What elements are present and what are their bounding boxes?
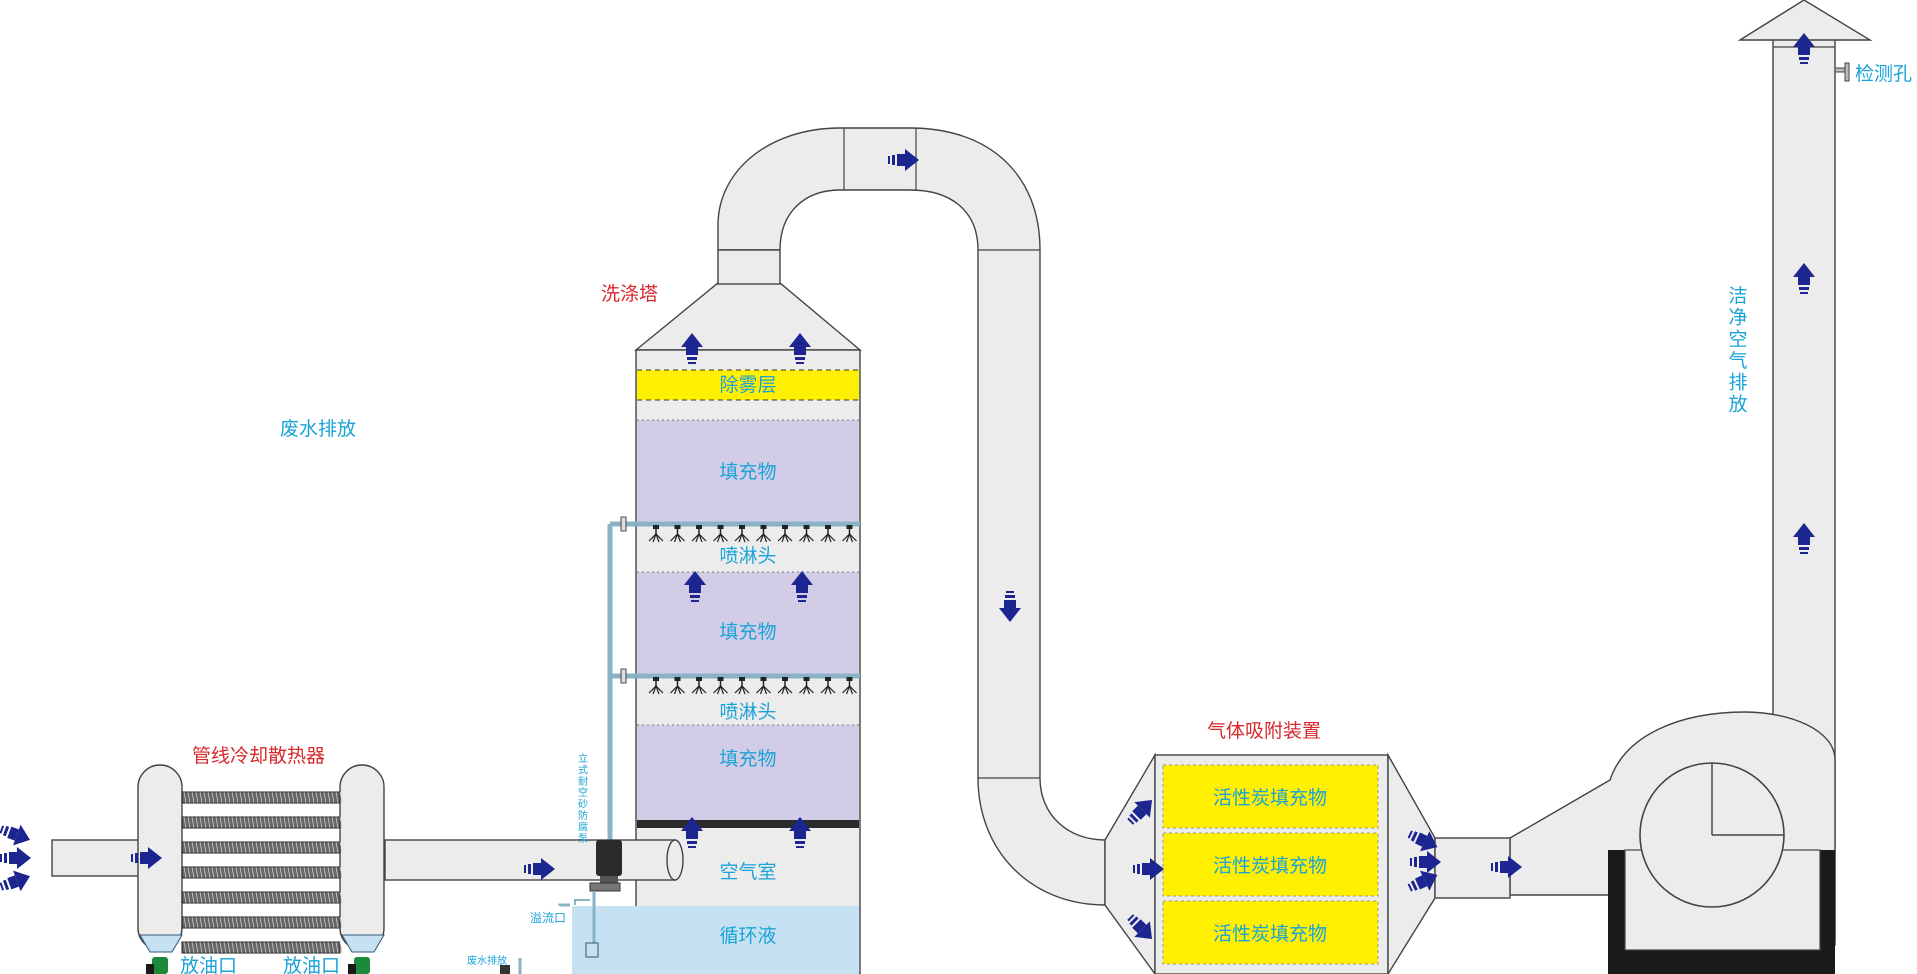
carbon-label-1: 活性炭填充物 [1213, 787, 1327, 809]
flow-arrow-icon [0, 847, 31, 869]
packing-layer-3 [637, 725, 859, 820]
demister-layer [637, 370, 859, 400]
packing-layer-2 [637, 572, 859, 675]
spray-head-label-1: 喷淋头 [719, 545, 776, 567]
centrifugal-fan [1509, 711, 1836, 974]
clean-air-label-text: 洁净空气排放 [1728, 285, 1747, 415]
packing-label-3: 填充物 [719, 748, 776, 770]
pipe-cooler [51, 764, 385, 974]
clean-air-label: 洁净空气排放 [1728, 285, 1747, 415]
carbon-bed-1 [1162, 764, 1379, 829]
overflow-label: 溢流口 [530, 911, 566, 925]
cooler-label: 管线冷却散热器 [192, 745, 325, 767]
carbon-bed-3 [1162, 900, 1379, 965]
oil-drain-label-left: 放油口 [180, 955, 237, 974]
wastewater-label: 废水排放 [280, 418, 356, 440]
demister-label: 除雾层 [719, 374, 776, 396]
spray-head-label-2: 喷淋头 [719, 701, 776, 723]
oil-drain-valve-left [152, 957, 168, 974]
pump-label: 立式耐空砂防腐泵 [578, 752, 588, 845]
oil-drain-label-right: 放油口 [283, 955, 340, 974]
packing-label-2: 填充物 [719, 621, 776, 643]
circulating-liquid-area [572, 906, 859, 974]
flow-arrow-icon [0, 865, 34, 898]
cooling-fins [181, 791, 343, 954]
vertical-pump [500, 840, 622, 974]
pump-label-text: 立式耐空砂防腐泵 [578, 752, 588, 845]
air-chamber-label: 空气室 [719, 861, 776, 883]
packing-layer-1 [637, 420, 859, 523]
flow-arrow-icon [0, 818, 34, 851]
carbon-label-3: 活性炭填充物 [1213, 923, 1327, 945]
packing-label-1: 填充物 [719, 461, 776, 483]
inspection-hole-fitting [1834, 62, 1850, 82]
inspection-hole-label: 检测孔 [1855, 63, 1912, 85]
oil-drain-valve-right [354, 957, 370, 974]
adsorption-label: 气体吸附装置 [1207, 720, 1321, 742]
carbon-label-2: 活性炭填充物 [1213, 855, 1327, 877]
washing-tower-label: 洗涤塔 [601, 283, 658, 305]
carbon-bed-2 [1162, 832, 1379, 897]
support-grid [637, 820, 859, 828]
wastewater-small-label: 废水排放 [467, 954, 507, 967]
adsorption-unit [1104, 752, 1511, 974]
circulating-liquid-label: 循环液 [719, 925, 776, 947]
